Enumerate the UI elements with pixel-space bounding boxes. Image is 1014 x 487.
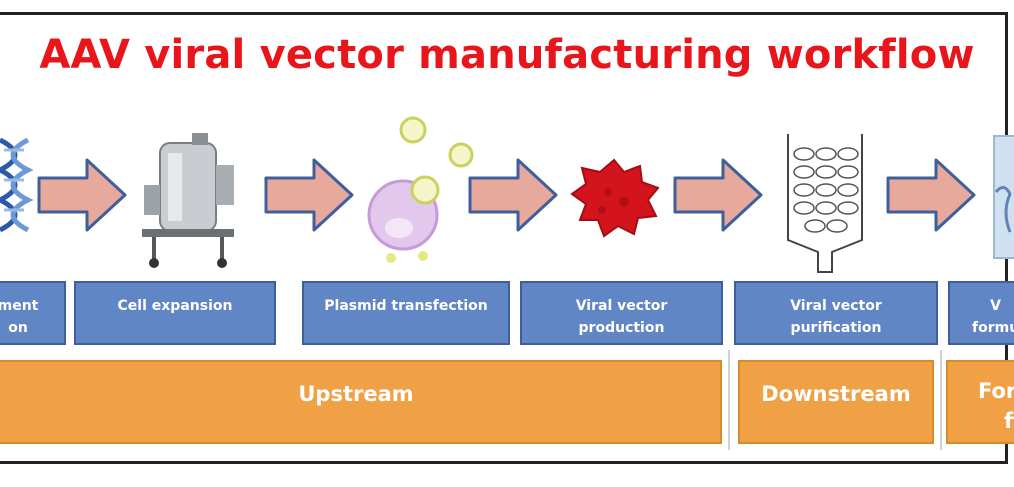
stage-divider (940, 350, 942, 450)
vial-icon (993, 135, 1014, 259)
step-label-line1: ment (0, 298, 39, 314)
stage-formulation-line2: fi (1004, 409, 1014, 433)
bioreactor-icon (142, 133, 234, 268)
purification-column-icon (787, 134, 863, 273)
step-plasmid-transfection: Plasmid transfection (302, 281, 510, 345)
step-label-line1: V (990, 298, 1001, 314)
arrow-right-icon (37, 158, 127, 232)
stage-downstream: Downstream (738, 360, 934, 444)
step-viral-vector-purification: Viral vector purification (734, 281, 938, 345)
virus-icon (570, 158, 660, 238)
stage-upstream: Upstream (0, 360, 722, 444)
diagram-title: AAV viral vector manufacturing workflow (39, 32, 975, 78)
arrow-right-icon (886, 158, 976, 232)
dna-icon (0, 137, 34, 233)
step-label-line1: Viral vector (575, 298, 668, 314)
arrow-right-icon (468, 158, 558, 232)
stage-divider (728, 350, 730, 450)
step-label-line1: Plasmid transfection (324, 298, 488, 314)
step-cell-expansion: Cell expansion (74, 281, 276, 345)
step-label-line2: production (578, 320, 665, 336)
stage-upstream-label: Upstream (298, 382, 414, 406)
stage-downstream-label: Downstream (761, 382, 911, 406)
step-label-line2: on (8, 320, 28, 336)
arrow-right-icon (673, 158, 763, 232)
step-viral-vector-formulation: Vformu (948, 281, 1014, 345)
stage-formulation-line1: For (978, 379, 1014, 403)
step-cell-line-development: ment on (0, 281, 66, 345)
step-label-line1: Viral vector (790, 298, 882, 314)
stage-formulation: For fi (946, 360, 1014, 444)
arrow-right-icon (264, 158, 354, 232)
step-label-line2: purification (790, 320, 882, 336)
step-label-line1: Cell expansion (117, 298, 233, 314)
step-viral-vector-production: Viral vector production (520, 281, 723, 345)
cell-transfection-icon (367, 116, 474, 263)
step-label-line2: formu (972, 320, 1014, 336)
